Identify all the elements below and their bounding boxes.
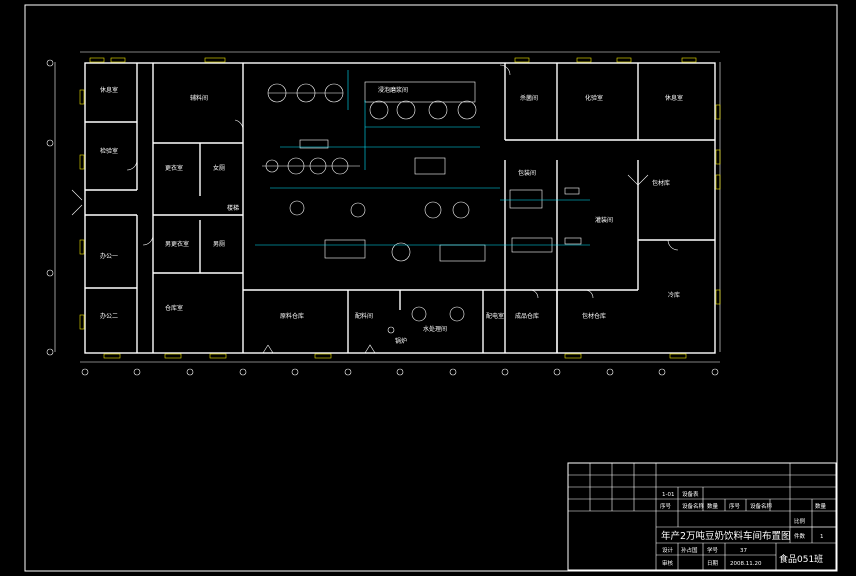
drawing-type: 设备表	[682, 490, 699, 498]
table-header: 设备名称	[750, 502, 773, 510]
title-block: 1-01 设备表 序号 设备名称 数量 序号 设备名称 数量 比例 件数 1 设…	[567, 462, 837, 571]
axis-bubbles-left	[46, 59, 54, 356]
table-header: 数量	[815, 502, 827, 510]
room-labels: 休息室 检验室 办公一 办公二 辅料间 更衣室 女厕 男更衣室 男厕 仓库室 原…	[100, 86, 683, 345]
room-label: 化验室	[585, 94, 603, 102]
date-key: 日期	[707, 560, 719, 567]
windows	[79, 57, 721, 359]
room-label: 辅料间	[190, 94, 208, 102]
drawing-frame	[24, 4, 838, 572]
sheet-key: 件数	[794, 532, 806, 540]
scale-key: 比例	[794, 517, 806, 525]
room-label: 楼梯	[227, 204, 239, 212]
reviewer-key: 审核	[662, 559, 674, 567]
designer-key: 设计	[662, 546, 674, 554]
room-label: 休息室	[100, 86, 118, 94]
room-label: 女厕	[213, 164, 225, 172]
room-label: 包材库	[652, 179, 670, 187]
room-label: 锅炉	[395, 337, 407, 345]
room-label: 杀菌间	[520, 94, 538, 102]
room-label: 冷库	[668, 291, 680, 299]
room-label: 灌装间	[595, 216, 613, 224]
table-header: 序号	[660, 502, 672, 510]
room-label: 配电室	[486, 312, 504, 320]
building-outline	[84, 62, 716, 354]
table-header: 序号	[729, 502, 741, 510]
axis-bubbles-bottom	[81, 368, 719, 376]
room-label: 办公一	[100, 252, 118, 260]
student-no-key: 学号	[707, 546, 719, 554]
room-label: 成品仓库	[515, 312, 539, 320]
room-label: 仓库室	[165, 304, 183, 312]
class-name: 食品051班	[779, 553, 823, 565]
student-no-value: 37	[740, 548, 747, 554]
dimension-lines	[54, 51, 721, 363]
designer-value: 孙占国	[681, 546, 698, 554]
pipelines	[255, 70, 590, 246]
room-label: 浸泡磨浆间	[378, 86, 408, 94]
room-label: 原料仓库	[280, 312, 304, 320]
room-label: 包装间	[518, 169, 536, 177]
room-label: 男更衣室	[165, 240, 189, 248]
room-label: 办公二	[100, 312, 118, 320]
equipment	[262, 81, 582, 334]
date-value: 2008.11.20	[730, 561, 762, 567]
room-label: 男厕	[213, 241, 225, 248]
doors	[71, 64, 679, 354]
room-label: 配料间	[355, 312, 373, 320]
room-label: 更衣室	[165, 164, 183, 172]
room-label: 检验室	[100, 147, 118, 155]
room-label: 水处理间	[423, 325, 447, 333]
table-header: 数量	[707, 502, 719, 510]
sheet-value: 1	[820, 534, 824, 540]
interior-walls	[85, 63, 715, 353]
drawing-title: 年产2万吨豆奶饮料车间布置图	[661, 530, 791, 542]
table-header: 设备名称	[682, 502, 705, 510]
room-label: 包材仓库	[582, 312, 606, 320]
room-label: 休息室	[665, 94, 683, 102]
scale-label: 1-01	[662, 492, 674, 498]
